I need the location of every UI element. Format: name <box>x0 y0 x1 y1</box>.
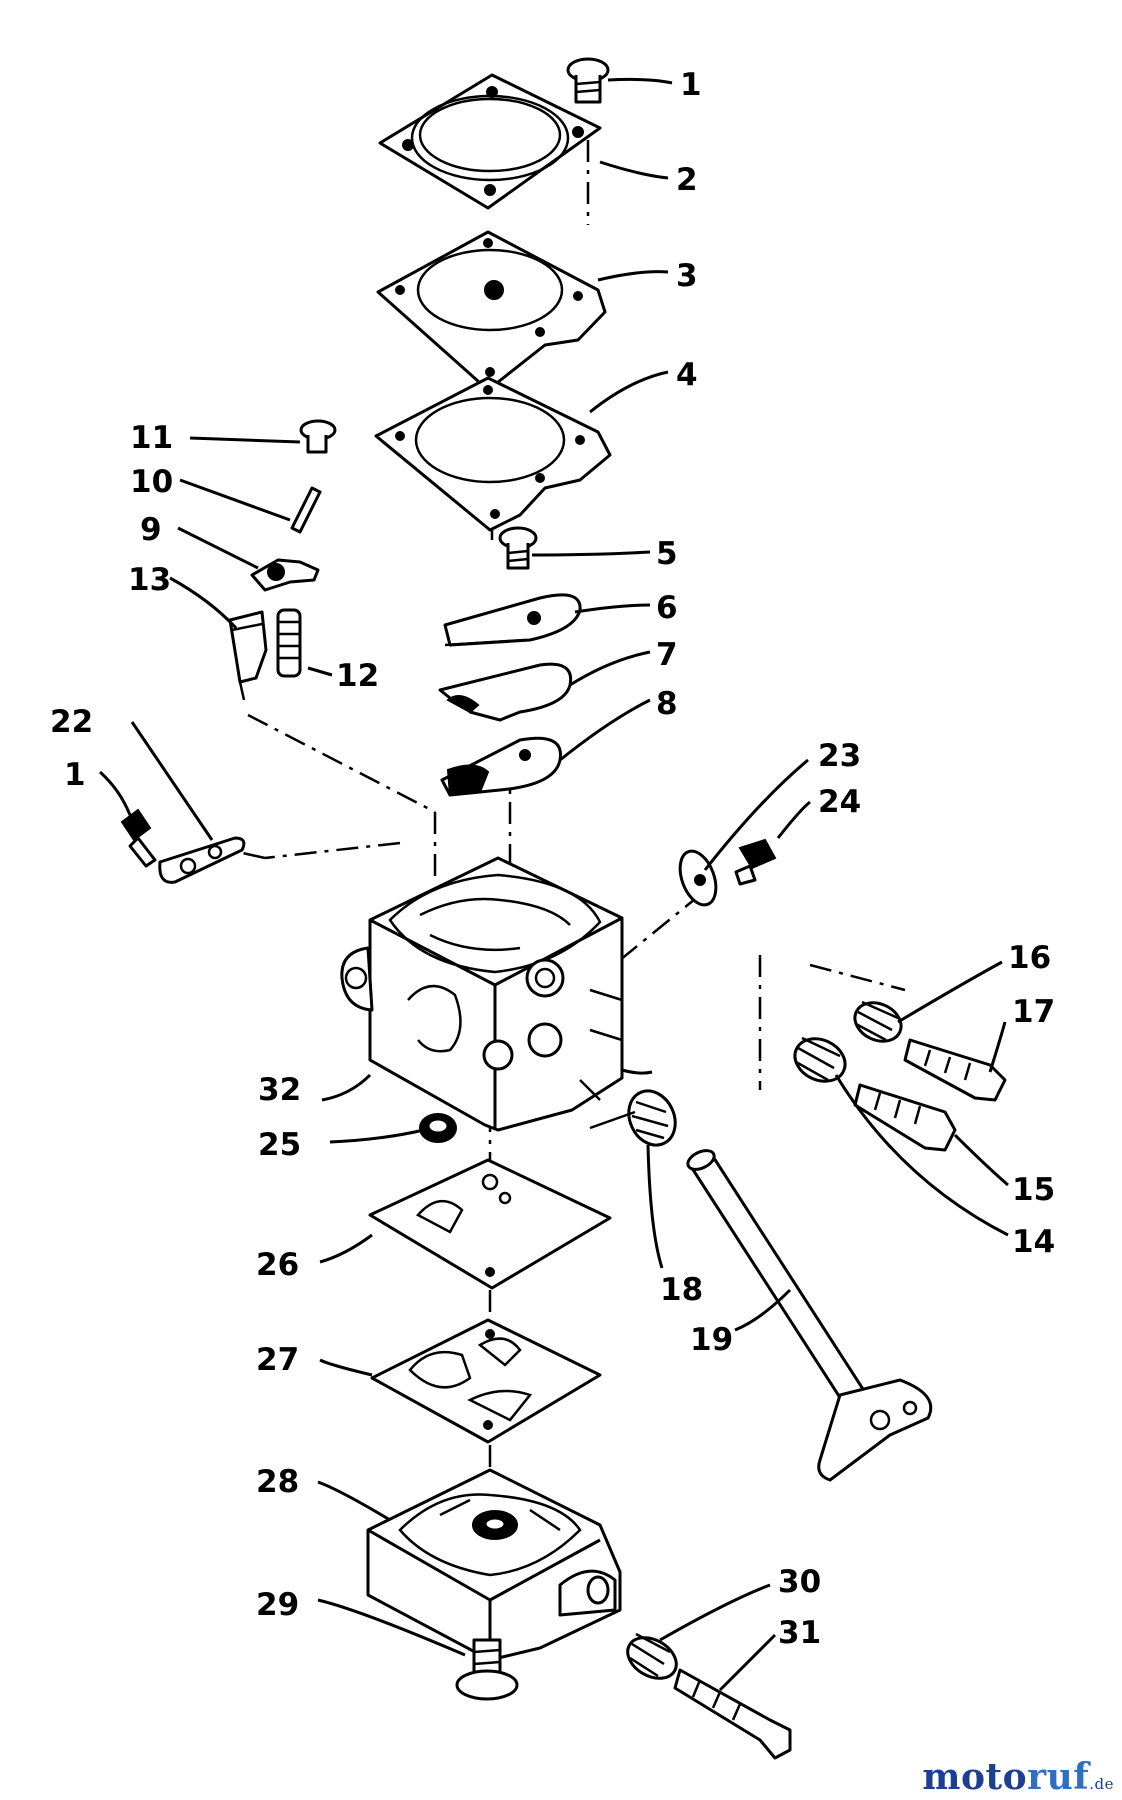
callout-12: 12 <box>336 658 379 694</box>
callout-16: 16 <box>1008 940 1051 976</box>
spring-part-30 <box>626 1632 678 1680</box>
screw-part-5 <box>498 526 538 570</box>
screw-part-11 <box>299 419 337 454</box>
callout-18: 18 <box>660 1272 703 1308</box>
carburetor-body-part-32 <box>340 856 624 1132</box>
screw-part-29 <box>455 1638 519 1701</box>
callout-19: 19 <box>690 1322 733 1358</box>
callout-labels: 1 2 3 4 5 6 7 8 9 10 11 12 13 14 15 16 1… <box>50 67 1055 1651</box>
callout-2: 2 <box>676 162 698 198</box>
watermark-part-de: .de <box>1089 1775 1114 1793</box>
callout-1-left: 1 <box>64 757 86 793</box>
needle-screw-part-15 <box>853 1083 957 1152</box>
idle-screw-part-31 <box>673 1668 792 1760</box>
throttle-shaft-part-19 <box>686 1149 933 1482</box>
callout-10: 10 <box>130 464 173 500</box>
lever-plate-part-6 <box>443 593 582 647</box>
diaphragm-part-27 <box>370 1318 602 1444</box>
screw-part-1 <box>566 57 610 104</box>
plate-part-22 <box>158 836 246 884</box>
callout-11: 11 <box>130 420 173 456</box>
watermark-part-ruf: ruf <box>1027 1756 1090 1798</box>
callout-23: 23 <box>818 738 861 774</box>
pump-cover-part-28 <box>366 1468 622 1662</box>
needle-valve-part-13 <box>228 610 268 701</box>
callout-31: 31 <box>778 1615 821 1651</box>
spring-part-12 <box>276 608 302 678</box>
callout-4: 4 <box>676 357 698 393</box>
callout-22: 22 <box>50 704 93 740</box>
inlet-lever-part-9 <box>250 558 320 592</box>
diaphragm-part-3 <box>376 230 607 392</box>
screw-part-24 <box>734 838 777 886</box>
spring-part-18 <box>589 1089 677 1147</box>
callout-9: 9 <box>140 512 162 548</box>
callout-29: 29 <box>256 1587 299 1623</box>
callout-5: 5 <box>656 536 678 572</box>
callout-32: 32 <box>258 1072 301 1108</box>
callout-1: 1 <box>680 67 702 103</box>
callout-17: 17 <box>1012 994 1055 1030</box>
callout-13: 13 <box>128 562 171 598</box>
lever-plate-part-7 <box>438 662 573 722</box>
spring-part-14 <box>793 1036 847 1083</box>
disk-part-23 <box>678 849 718 907</box>
callout-27: 27 <box>256 1342 299 1378</box>
gasket-part-4 <box>374 376 612 532</box>
callout-15: 15 <box>1012 1172 1055 1208</box>
callout-26: 26 <box>256 1247 299 1283</box>
cover-plate-part-2 <box>378 73 602 210</box>
callout-28: 28 <box>256 1464 299 1500</box>
spring-part-16 <box>853 1000 903 1043</box>
plug-part-25 <box>419 1113 457 1143</box>
callout-14: 14 <box>1012 1224 1055 1260</box>
pin-part-10 <box>290 486 322 534</box>
callout-24: 24 <box>818 784 861 820</box>
callout-6: 6 <box>656 590 678 626</box>
callout-8: 8 <box>656 686 678 722</box>
gasket-part-26 <box>368 1158 612 1290</box>
callout-30: 30 <box>778 1564 821 1600</box>
needle-screw-part-17 <box>903 1038 1007 1102</box>
callout-7: 7 <box>656 637 678 673</box>
callout-25: 25 <box>258 1127 301 1163</box>
callout-3: 3 <box>676 258 698 294</box>
screw-part-1-left <box>120 808 157 868</box>
watermark-part-moto: moto <box>922 1756 1028 1798</box>
watermark-logo: motoruf.de <box>922 1756 1114 1798</box>
lever-plate-part-8 <box>440 736 562 797</box>
leader-lines <box>98 77 1009 1692</box>
